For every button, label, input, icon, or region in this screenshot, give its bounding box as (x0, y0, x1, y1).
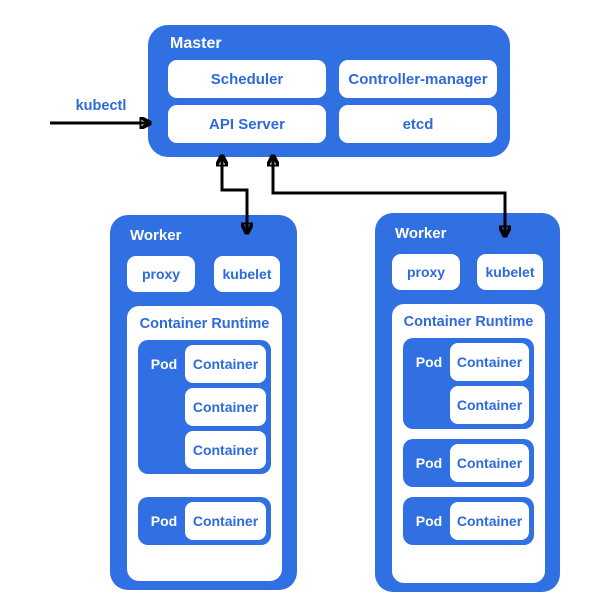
worker-node-1: Worker proxy kubelet Container Runtime P… (110, 215, 297, 590)
master-components: Scheduler Controller-manager API Server … (168, 60, 497, 143)
controller-manager-box: Controller-manager (339, 60, 497, 98)
pod-label: Pod (415, 513, 443, 529)
worker-2-kubelet-box: kubelet (477, 254, 543, 290)
worker-2-runtime-title: Container Runtime (403, 314, 534, 330)
worker-node-2: Worker proxy kubelet Container Runtime P… (375, 213, 560, 592)
worker-1-container-runtime: Container Runtime Pod Container Containe… (127, 306, 282, 581)
etcd-box: etcd (339, 105, 497, 143)
pod-label: Pod (415, 354, 443, 370)
worker-2-pod-2: Pod Container (403, 439, 534, 487)
worker-2-pods: Pod Container Container Pod Container Po… (392, 330, 545, 545)
worker-2-label: Worker (395, 225, 447, 242)
container-box: Container (450, 386, 529, 424)
container-box: Container (450, 343, 529, 381)
worker-2-daemons: proxy kubelet (392, 254, 543, 290)
api-server-box: API Server (168, 105, 326, 143)
worker-2-container-runtime: Container Runtime Pod Container Containe… (392, 304, 545, 583)
container-box: Container (185, 388, 266, 426)
worker-1-pods: Pod Container Container Container Pod Co… (127, 332, 282, 545)
pod-label: Pod (415, 455, 443, 471)
worker-2-proxy-box: proxy (392, 254, 460, 290)
scheduler-box: Scheduler (168, 60, 326, 98)
kubectl-label: kubectl (75, 98, 127, 114)
worker-1-kubelet-box: kubelet (214, 256, 280, 292)
master-label: Master (170, 35, 222, 52)
container-box: Container (450, 444, 529, 482)
pod-label: Pod (150, 513, 178, 529)
worker-1-runtime-title: Container Runtime (139, 316, 270, 332)
worker-1-pod-1: Pod Container Container Container (138, 340, 271, 474)
worker-2-pod-1: Pod Container Container (403, 338, 534, 429)
container-box: Container (450, 502, 529, 540)
container-box: Container (185, 502, 266, 540)
worker-2-pod-3: Pod Container (403, 497, 534, 545)
container-box: Container (185, 431, 266, 469)
pod-label: Pod (150, 356, 178, 372)
worker-1-daemons: proxy kubelet (127, 256, 280, 292)
worker-1-label: Worker (130, 227, 182, 244)
container-box: Container (185, 345, 266, 383)
worker-1-pod-2: Pod Container (138, 497, 271, 545)
worker-1-proxy-box: proxy (127, 256, 195, 292)
master-node: Master Scheduler Controller-manager API … (148, 25, 510, 157)
